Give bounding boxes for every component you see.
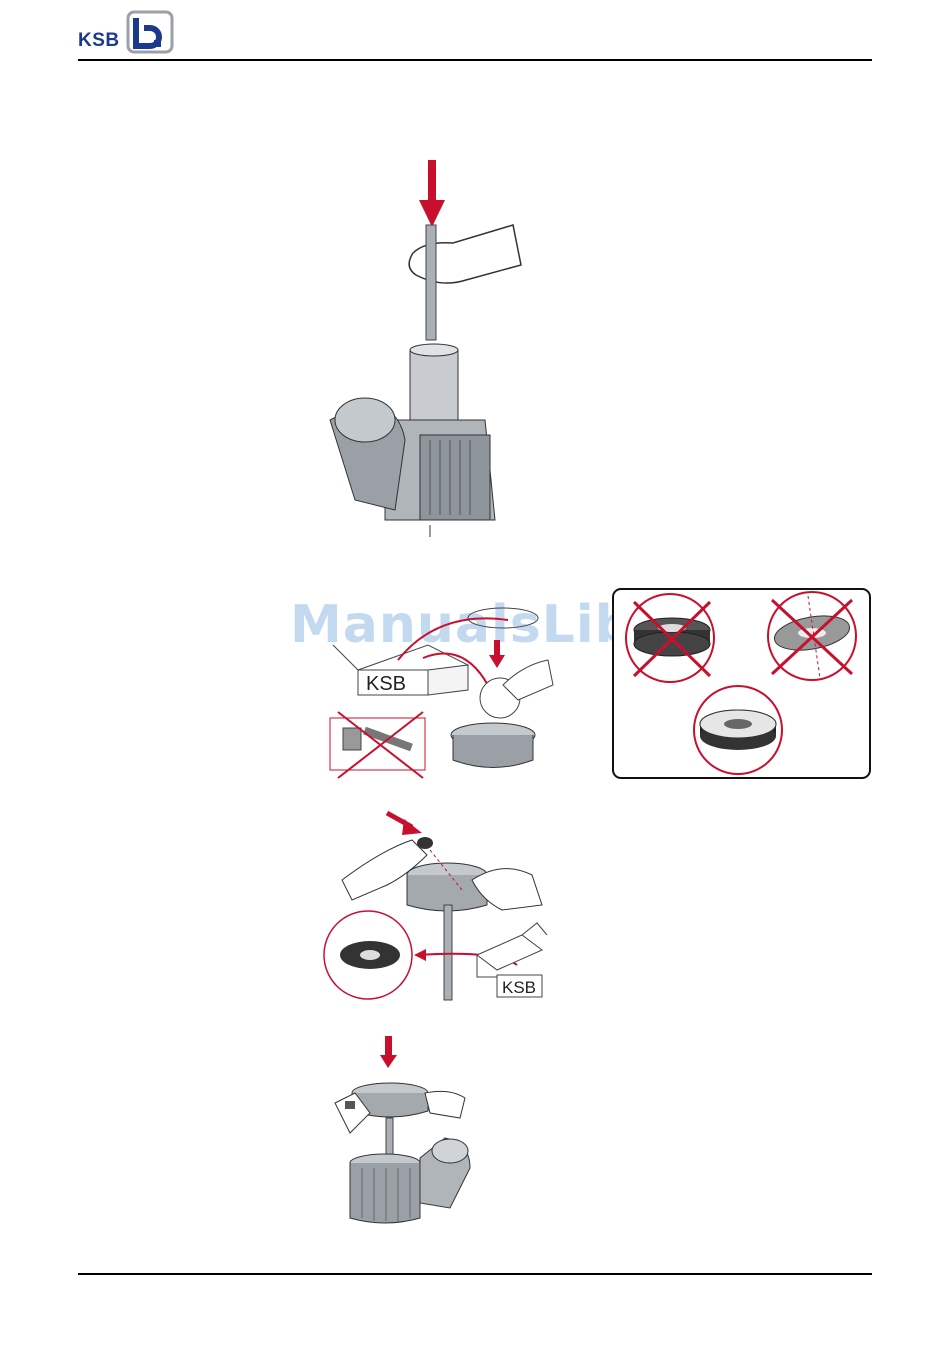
header-rule: [78, 59, 872, 61]
figure-ring-insertion: KSB: [328, 600, 558, 780]
box-label-ksb-2: KSB: [502, 978, 536, 997]
figure-housing-assembly: [330, 1033, 480, 1228]
box-label-ksb: KSB: [366, 673, 406, 695]
figure-ring-orientation-panel: [612, 588, 872, 780]
figure-shaft-removal: [325, 155, 535, 540]
logo-symbol-icon: [126, 10, 176, 54]
ksb-logo: KSB: [78, 8, 178, 56]
figure-seal-insertion: KSB: [322, 805, 552, 1005]
logo-wordmark: KSB: [78, 30, 120, 52]
footer-rule: [78, 1273, 872, 1275]
